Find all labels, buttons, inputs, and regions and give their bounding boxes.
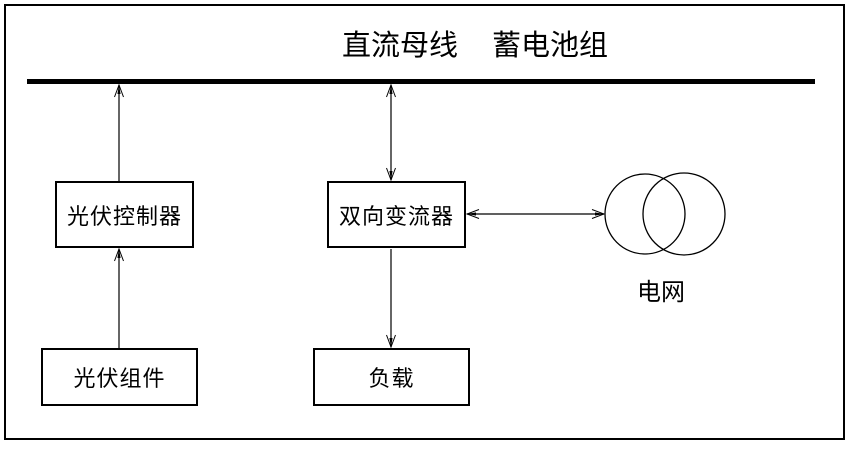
drawing-border	[4, 4, 845, 440]
pv-module-box: 光伏组件	[41, 348, 198, 406]
load-box: 负载	[313, 348, 470, 406]
bidirectional-converter-box: 双向变流器	[327, 181, 466, 248]
load-label: 负载	[368, 366, 415, 391]
battery-pack-label: 蓄电池组	[492, 30, 609, 62]
pv-module-label: 光伏组件	[73, 366, 166, 391]
grid-label: 电网	[637, 279, 685, 306]
pv-controller-box: 光伏控制器	[55, 181, 194, 248]
dc-bus-label: 直流母线	[342, 30, 459, 62]
grid-transformer-icon	[604, 172, 726, 256]
pv-controller-label: 光伏控制器	[66, 203, 182, 229]
bidirectional-converter-label: 双向变流器	[338, 203, 454, 229]
